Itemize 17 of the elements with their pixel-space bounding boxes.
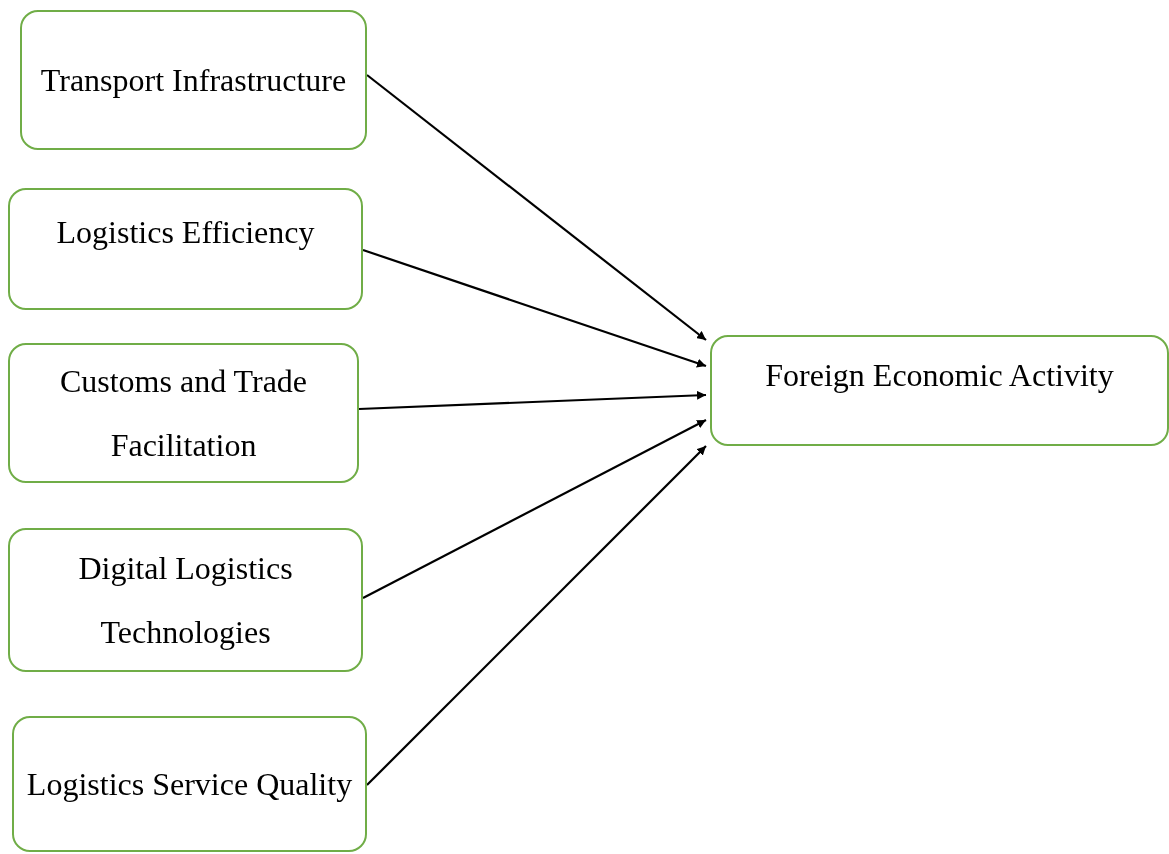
- rounded-box: [8, 343, 359, 483]
- rounded-box: [8, 188, 363, 310]
- rounded-box: [12, 716, 367, 852]
- arrow: [366, 445, 707, 786]
- box-label: Logistics Service Quality: [26, 765, 353, 804]
- arrow: [362, 419, 707, 599]
- arrow: [358, 390, 707, 411]
- rounded-box: [8, 528, 363, 672]
- box-label: Logistics Efficiency: [56, 213, 315, 252]
- arrow: [366, 74, 707, 341]
- rounded-box: [20, 10, 367, 150]
- box-label: Digital Logistics Technologies: [77, 549, 294, 652]
- box-label: Foreign Economic Activity: [765, 356, 1114, 395]
- rounded-box: [710, 335, 1169, 446]
- box-label: Customs and Trade Facilitation: [58, 362, 309, 465]
- box-label: Transport Infrastructure: [40, 61, 347, 100]
- arrow: [362, 248, 707, 368]
